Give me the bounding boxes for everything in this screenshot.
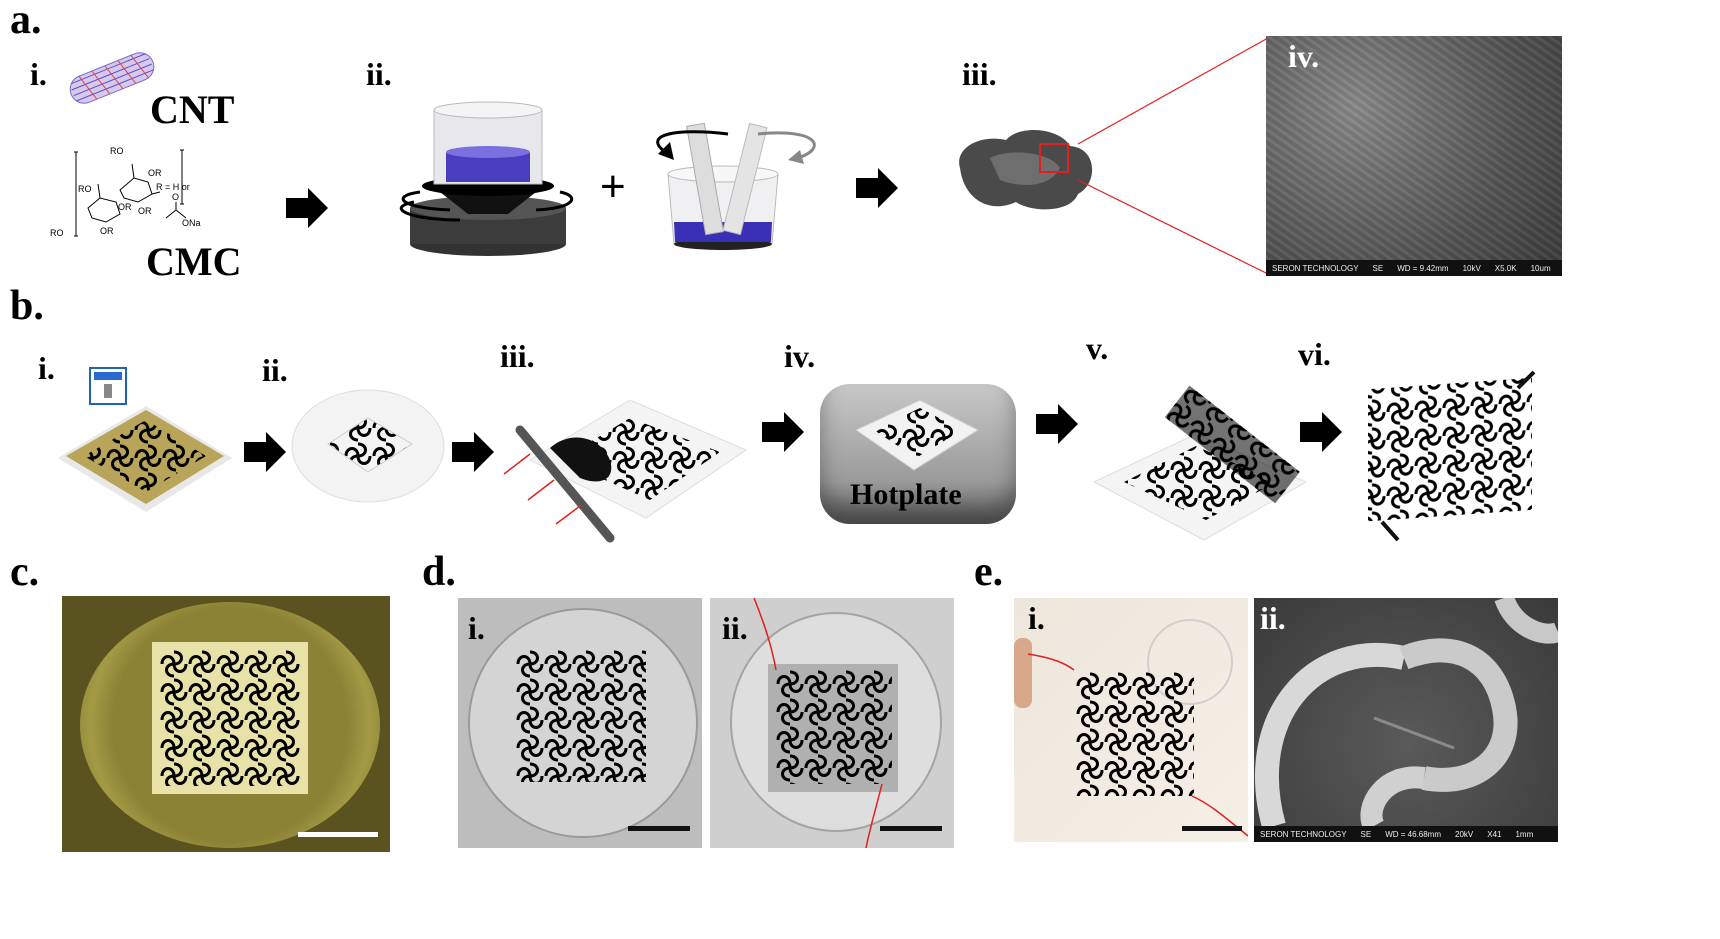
- panel-e-ii-label: ii.: [1260, 600, 1286, 636]
- panel-a-ii-label: ii.: [366, 56, 392, 92]
- panel-b-iii-label: iii.: [500, 338, 535, 374]
- sem-e-wd: WD = 46.68mm: [1385, 829, 1442, 839]
- cmc-or-label-2: OR: [118, 202, 132, 212]
- hotplate-substrate: [854, 399, 980, 471]
- sem-info-bar-a: SERON TECHNOLOGY SE WD = 9.42mm 10kV X5.…: [1266, 260, 1562, 276]
- panel-d-i-label: i.: [468, 610, 485, 646]
- arrow-a-2: [856, 168, 898, 208]
- panel-b-v-label: v.: [1086, 330, 1109, 366]
- sem-a-wd: WD = 9.42mm: [1397, 263, 1449, 273]
- mold-square: [152, 642, 308, 794]
- photo-d-i: i.: [458, 598, 702, 848]
- sem-e-scale: 1mm: [1515, 829, 1534, 839]
- cmc-ro-label-1: RO: [50, 228, 64, 238]
- sem-e-vendor: SERON TECHNOLOGY: [1260, 829, 1347, 839]
- sem-image-a-iv: iv. SERON TECHNOLOGY SE WD = 9.42mm 10kV…: [1266, 36, 1562, 276]
- panel-a-i-label: i.: [30, 56, 47, 92]
- scale-bar-d-i: [628, 826, 690, 831]
- cmc-ro-label-3: RO: [110, 146, 124, 156]
- cmc-or-label-3: OR: [138, 206, 152, 216]
- cmc-or-label-1: OR: [100, 226, 114, 236]
- cmc-r-definition: R = H or: [156, 182, 190, 192]
- pdms-disc-illustration: [291, 389, 445, 503]
- panel-a-label: a.: [10, 0, 42, 43]
- arrow-b-3: [762, 412, 804, 452]
- panel-a-iv-label: iv.: [1288, 38, 1320, 74]
- cmc-label: CMC: [146, 239, 242, 284]
- arrow-b-5: [1300, 412, 1342, 452]
- cnt-label: CNT: [150, 87, 235, 132]
- sem-a-mag: X5.0K: [1494, 263, 1517, 273]
- cnt-tube-illustration: [69, 52, 155, 104]
- centrifugal-mixer-illustration: [399, 101, 574, 256]
- printed-mold-illustration: [58, 367, 232, 512]
- hotplate-text: Hotplate: [850, 478, 962, 511]
- sem-a-kv: 10kV: [1462, 263, 1481, 273]
- scale-bar-c: [298, 832, 378, 837]
- sem-info-bar-e: SERON TECHNOLOGY SE WD = 46.68mm 20kV X4…: [1254, 826, 1558, 842]
- panel-b-label: b.: [10, 283, 44, 329]
- sem-image-e-ii: ii. SERON TECHNOLOGY SE WD = 46.68mm 20k…: [1254, 598, 1558, 842]
- cmc-chemical-structure: RO RO RO OR OR OR OR R = H or O ONa: [50, 146, 201, 238]
- cnt-cmc-paste-blob: [959, 129, 1093, 210]
- sem-a-scale: 10um: [1530, 263, 1551, 273]
- panel-b-ii-label: ii.: [262, 352, 288, 388]
- panel-c-label: c.: [10, 549, 40, 595]
- photo-e-i: i.: [1014, 598, 1248, 842]
- sem-a-mode: SE: [1372, 263, 1384, 273]
- sem-e-mag: X41: [1487, 829, 1502, 839]
- panel-b-i-label: i.: [38, 350, 55, 386]
- panel-d-label: d.: [422, 549, 456, 595]
- hotplate-illustration: Hotplate: [820, 384, 1016, 524]
- panel-e-i-label: i.: [1028, 600, 1045, 636]
- cmc-ona-label: ONa: [182, 218, 201, 228]
- arrow-b-4: [1036, 404, 1078, 444]
- panel-d-ii-label: ii.: [722, 610, 748, 646]
- arrow-a-1: [286, 188, 328, 228]
- scale-bar-d-ii: [880, 826, 942, 831]
- peeling-illustration: [1092, 385, 1308, 541]
- cmc-o-label: O: [172, 192, 179, 202]
- plus-sign: +: [600, 162, 626, 211]
- panel-b-iv-label: iv.: [784, 338, 816, 374]
- zoom-lines: [1077, 37, 1269, 275]
- cmc-ro-label-2: RO: [78, 184, 92, 194]
- arrow-b-1: [244, 432, 286, 472]
- mold-photo-c: [62, 596, 390, 852]
- scale-bar-e-i: [1182, 826, 1242, 831]
- sem-e-mode: SE: [1360, 829, 1372, 839]
- freestanding-mesh-illustration: [1368, 370, 1536, 542]
- sem-a-vendor: SERON TECHNOLOGY: [1272, 263, 1359, 273]
- panel-e-label: e.: [974, 549, 1004, 595]
- panel-b-vi-label: vi.: [1298, 336, 1331, 372]
- arrow-b-2: [452, 432, 494, 472]
- stirring-beaker-illustration: [656, 122, 816, 250]
- panel-a-iii-label: iii.: [962, 56, 997, 92]
- blade-coating-illustration: [503, 399, 748, 543]
- cmc-or-label-4: OR: [148, 168, 162, 178]
- sem-e-kv: 20kV: [1455, 829, 1474, 839]
- photo-d-ii: ii.: [710, 598, 954, 848]
